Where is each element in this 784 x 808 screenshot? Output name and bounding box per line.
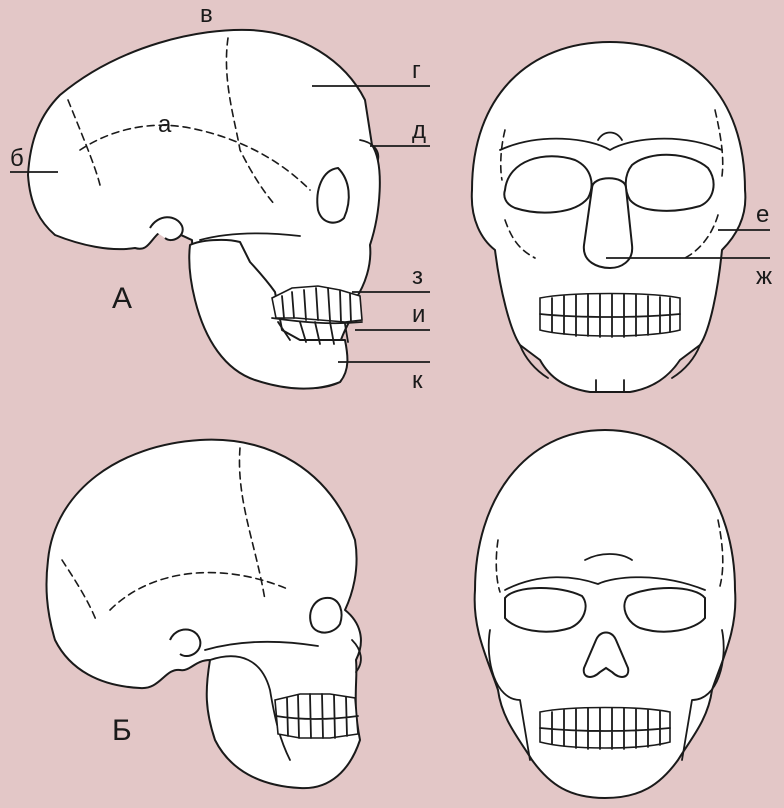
skull-b-frontal-left-orbit	[505, 588, 586, 632]
skull-a-lateral	[28, 30, 380, 389]
skull-a-frontal-nasal-aperture	[584, 178, 632, 268]
row-label-a: А	[112, 282, 132, 315]
label-b: б	[10, 145, 24, 172]
label-v: в	[200, 1, 213, 28]
row-label-b: Б	[112, 714, 132, 747]
skull-b-frontal-teeth	[540, 708, 670, 749]
label-g: г	[412, 57, 421, 84]
skull-b-lateral	[46, 440, 360, 788]
skull-a-frontal-right-orbit	[626, 155, 714, 211]
label-zh: ж	[756, 263, 772, 290]
skull-b-frontal	[475, 430, 736, 798]
label-e: е	[756, 201, 769, 228]
label-z: з	[412, 263, 423, 290]
skull-b-lateral-orbit	[310, 598, 341, 633]
label-d: д	[412, 117, 426, 144]
label-a: а	[158, 111, 172, 138]
label-i: и	[412, 301, 425, 328]
skull-a-frontal-teeth	[540, 294, 680, 337]
skull-b-frontal-right-orbit	[624, 588, 705, 632]
label-k: к	[412, 367, 423, 394]
skull-a-frontal	[472, 42, 746, 392]
